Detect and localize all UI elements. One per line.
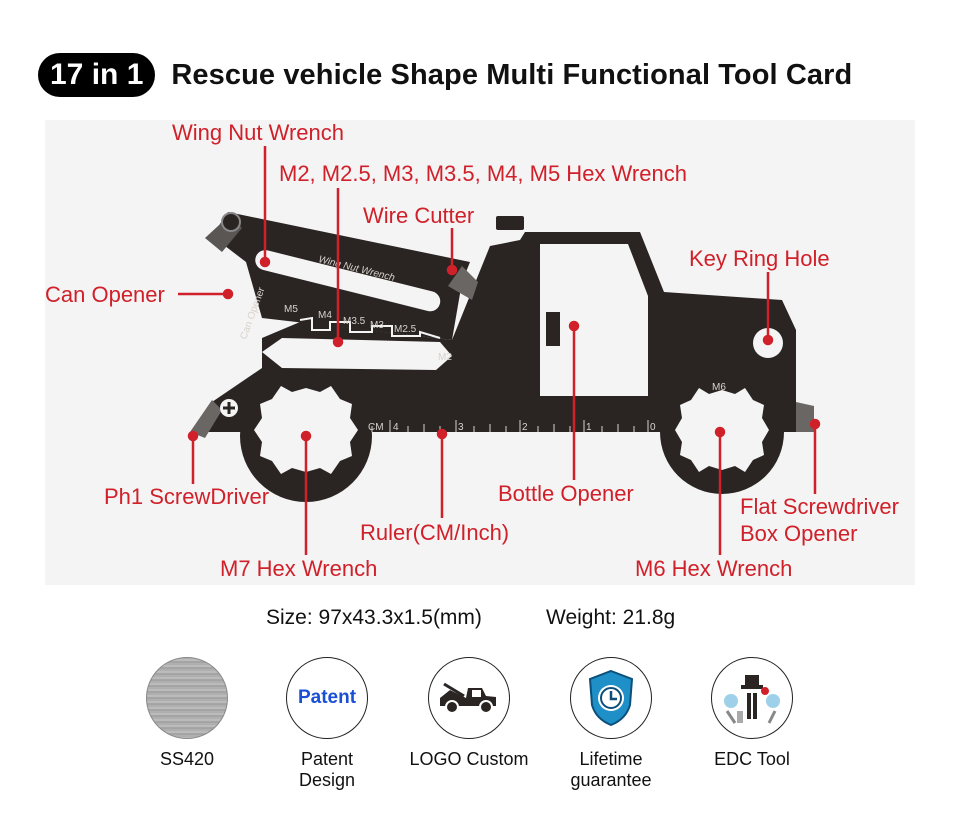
ph1-label: Ph1 ScrewDriver [104,484,270,509]
feature-label-2: Design [298,770,356,790]
feature-label: SS420 [159,749,215,769]
tow-truck-icon [428,657,510,739]
bottle-opener-label: Bottle Opener [498,481,634,506]
m25-engraving: M2.5 [394,324,417,335]
m7-label: M7 Hex Wrench [220,556,378,581]
feature-logo: LOGO Custom [409,657,529,770]
m35-engraving: M3.5 [343,316,366,327]
feature-edc: EDC Tool [692,657,812,770]
flat-screwdriver-blade [796,402,814,432]
m3-engraving: M3 [370,320,384,331]
steel-disc-icon [146,657,228,739]
feature-patent: Patent Patent Design [267,657,387,791]
shield-glyph [588,669,634,727]
m4-engraving: M4 [318,310,332,321]
ruler-3: 3 [458,422,464,433]
bottle-opener-window [540,244,648,396]
tow-truck-glyph [440,682,496,714]
feature-lifetime: Lifetime guarantee [551,657,671,791]
wing-nut-slot [255,250,441,312]
ruler-cm: CM [368,422,384,433]
box-opener-label: Box Opener [740,521,858,546]
wing-nut-label: Wing Nut Wrench [172,120,344,145]
ruler-ticks [371,420,649,432]
door-handle [546,312,560,346]
wire-cutter-notch [448,266,478,300]
boom-pivot [221,212,241,232]
tools-glyph [724,675,780,724]
m5-engraving: M5 [284,304,298,315]
ruler-0: 0 [650,422,656,433]
key-ring-label: Key Ring Hole [689,246,830,271]
feature-label: LOGO Custom [409,749,529,769]
m7-hex-gear [254,386,358,474]
hex-wrench-label: M2, M2.5, M3, M3.5, M4, M5 Hex Wrench [279,161,687,186]
weight-spec: Weight: 21.8g [546,606,676,629]
patent-icon-text: Patent [297,687,357,708]
patent-icon: Patent [286,657,368,739]
count-badge: 17 in 1 [38,53,156,97]
hex-steps [299,316,441,339]
can-opener-label: Can Opener [45,282,165,307]
header: 17 in 1 Rescue vehicle Shape Multi Funct… [38,52,852,98]
feature-ss420: SS420 [127,657,247,770]
ph1-tip [190,400,222,438]
feature-label: EDC Tool [714,749,790,769]
flat-screwdriver-label: Flat Screwdriver [740,494,899,519]
ruler-4: 4 [393,422,399,433]
ruler-1: 1 [586,422,592,433]
hex-wrench-slot [262,338,452,370]
ruler-2: 2 [522,422,528,433]
size-spec: Size: 97x43.3x1.5(mm) [266,606,482,629]
m2-engraving: M2 [438,352,452,363]
page-title: Rescue vehicle Shape Multi Functional To… [171,58,853,91]
shield-clock-icon [570,657,652,739]
feature-label-2: guarantee [570,770,652,790]
tools-icon [711,657,793,739]
exhaust [496,216,524,230]
feature-label: Lifetime [579,749,643,769]
feature-label: Patent [300,749,354,769]
m6-engraving: M6 [712,382,726,393]
m6-label: M6 Hex Wrench [635,556,793,581]
wire-cutter-label: Wire Cutter [363,203,475,228]
ruler-label: Ruler(CM/Inch) [360,520,510,545]
